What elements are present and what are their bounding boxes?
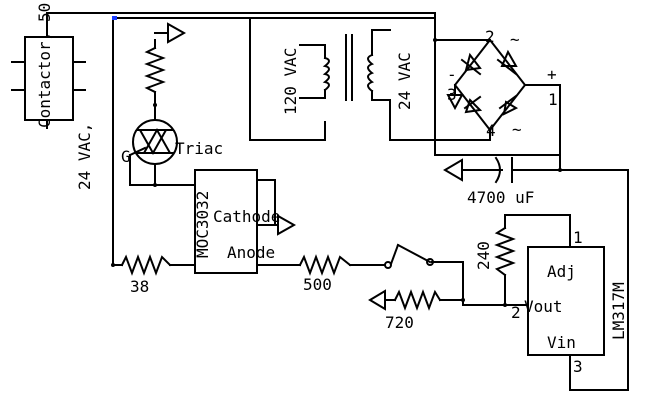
bridge-tilde-top: ~ [510,30,520,49]
regulator: Adj Vout Vin LM317M 1 2 3 [511,228,628,376]
wires [46,12,629,391]
resistor-240 [494,226,516,277]
bridge-pin-1: 1 [548,90,558,109]
transformer: 120 VAC 24 VAC [281,29,414,123]
resistor-38-label: 38 [130,277,149,296]
bridge-tilde-bottom: ~ [512,120,522,139]
regulator-adj-label: Adj [547,262,576,281]
ground-symbol-720 [368,289,386,311]
cathode-label: Cathode [213,207,280,226]
ground-symbol-cathode [277,214,297,236]
regulator-pin-1: 1 [573,228,583,247]
contactor: Contactor, 50 RES 24 VAC, [11,0,94,190]
highlight-node [112,16,117,20]
bridge-pin-3: 3 [447,85,457,104]
bridge-pin-2: 2 [485,27,495,46]
optocoupler-label: MOC3032 [193,191,212,258]
regulator-vin-label: Vin [547,333,576,352]
resistor-500 [298,254,352,276]
capacitor-label: 4700 uF [467,188,534,207]
contactor-label: Contactor, 50 RES [35,0,54,128]
triac-label: Triac [175,139,223,158]
regulator-name-label: LM317M [609,282,628,340]
bridge-rectifier: - + 1 2 3 4 ~ ~ [446,27,558,140]
bridge-plus-label: + [547,65,557,84]
contactor-voltage-label: 24 VAC, [75,123,94,190]
resistor-38 [120,254,172,276]
junctions [111,38,562,307]
anode-label: Anode [227,243,275,262]
capacitor: 4700 uF [443,156,534,207]
regulator-pin-3: 3 [573,357,583,376]
switch [384,243,434,269]
resistor-240-label: 240 [474,241,493,270]
primary-voltage-label: 120 VAC [281,48,300,115]
resistor-720-label: 720 [385,313,414,332]
resistor-top [144,46,166,94]
triac: Triac G [121,119,223,166]
secondary-voltage-label: 24 VAC [395,52,414,110]
triac-gate-label: G [121,147,131,166]
bridge-pin-4: 4 [486,121,496,140]
ground-symbol-top [167,22,187,44]
regulator-pin-2: 2 [511,303,521,322]
resistor-720 [393,289,442,311]
bridge-minus-label: - [447,65,457,84]
regulator-vout-label: Vout [524,297,563,316]
optocoupler: MOC3032 Cathode Anode [193,169,280,274]
resistor-500-label: 500 [303,275,332,294]
